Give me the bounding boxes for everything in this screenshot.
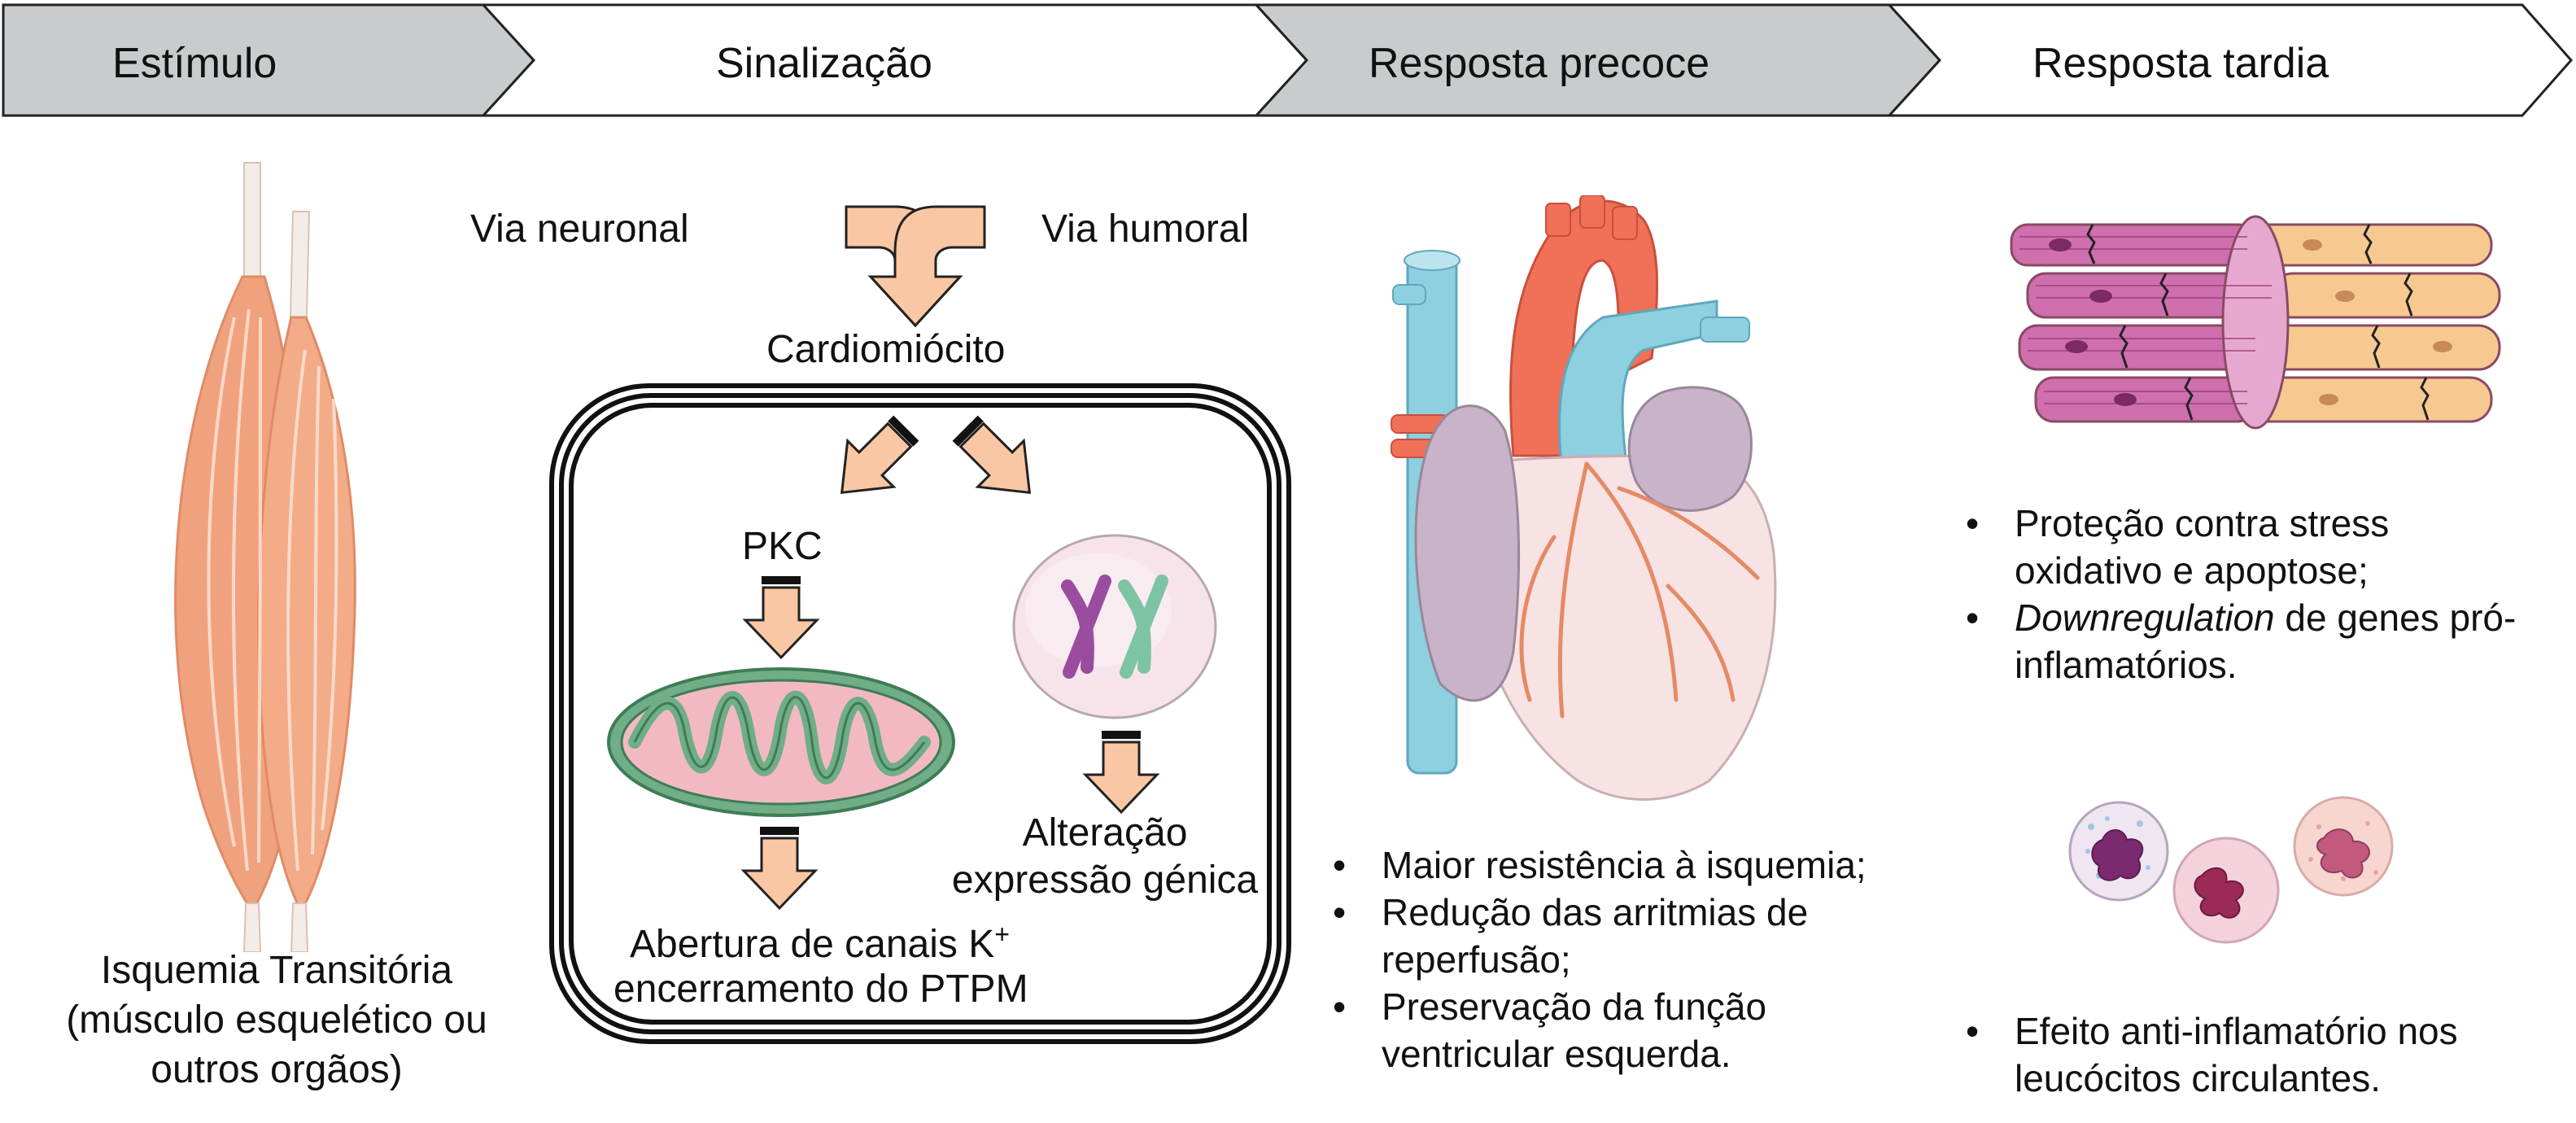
arrow-mito-down-icon <box>740 827 819 911</box>
stage-label-estimulo: Estímulo <box>112 40 277 87</box>
leukocyte-icon <box>2068 796 2394 944</box>
channel-opening-line-1: Abertura de canais K+ <box>630 920 1010 967</box>
gene-expression-line-1: Alteração <box>1022 811 1188 854</box>
gene-expression-line-2: expressão génica <box>951 859 1259 902</box>
stage-label-sinalizacao: Sinalização <box>716 40 932 87</box>
potassium-charge-sup: + <box>994 920 1010 949</box>
humoral-path-label: Via humoral <box>1041 208 1250 251</box>
arrow-pkc-down-icon <box>742 576 820 660</box>
stage-label-resposta-precoce: Resposta precoce <box>1369 40 1710 87</box>
late-response-item: Downregulation de genes pró-inflamatório… <box>1951 594 2516 688</box>
chromosome-icon <box>1012 534 1217 719</box>
early-response-list: Maior resistência à isquemia; Redução da… <box>1318 841 1867 1077</box>
channel-opening-line-2: encerramento do PTPM <box>613 968 1028 1011</box>
stimulus-caption-line-2: (músculo esquelético ou <box>66 998 487 1042</box>
early-response-item: Maior resistência à isquemia; <box>1318 841 1867 889</box>
converging-arrow-icon <box>845 205 986 328</box>
muscle-illustration <box>174 162 356 952</box>
channel-opening-text: Abertura de canais K <box>630 923 995 966</box>
stage-label-resposta-tardia: Resposta tardia <box>2032 40 2329 87</box>
arrow-to-pkc-icon <box>840 415 919 495</box>
pkc-label: PKC <box>742 525 823 568</box>
cardiomyocyte-label: Cardiomiócito <box>766 328 1006 371</box>
heart-illustration <box>1391 195 1777 801</box>
stage-header <box>2 3 2574 117</box>
cardiomyocyte-cell-frame <box>549 383 1291 1044</box>
neural-path-label: Via neuronal <box>470 208 689 251</box>
stimulus-caption-line-3: outros orgãos) <box>151 1048 403 1091</box>
arrow-to-nucleus-icon <box>952 415 1032 495</box>
muscle-fiber-illustration <box>2010 215 2501 430</box>
mitochondrion-icon <box>607 667 955 817</box>
arrow-nucleus-down-icon <box>1082 731 1160 815</box>
stage-chevron-resposta-tardia <box>1886 3 2574 117</box>
stimulus-caption-line-1: Isquemia Transitória <box>100 949 453 992</box>
